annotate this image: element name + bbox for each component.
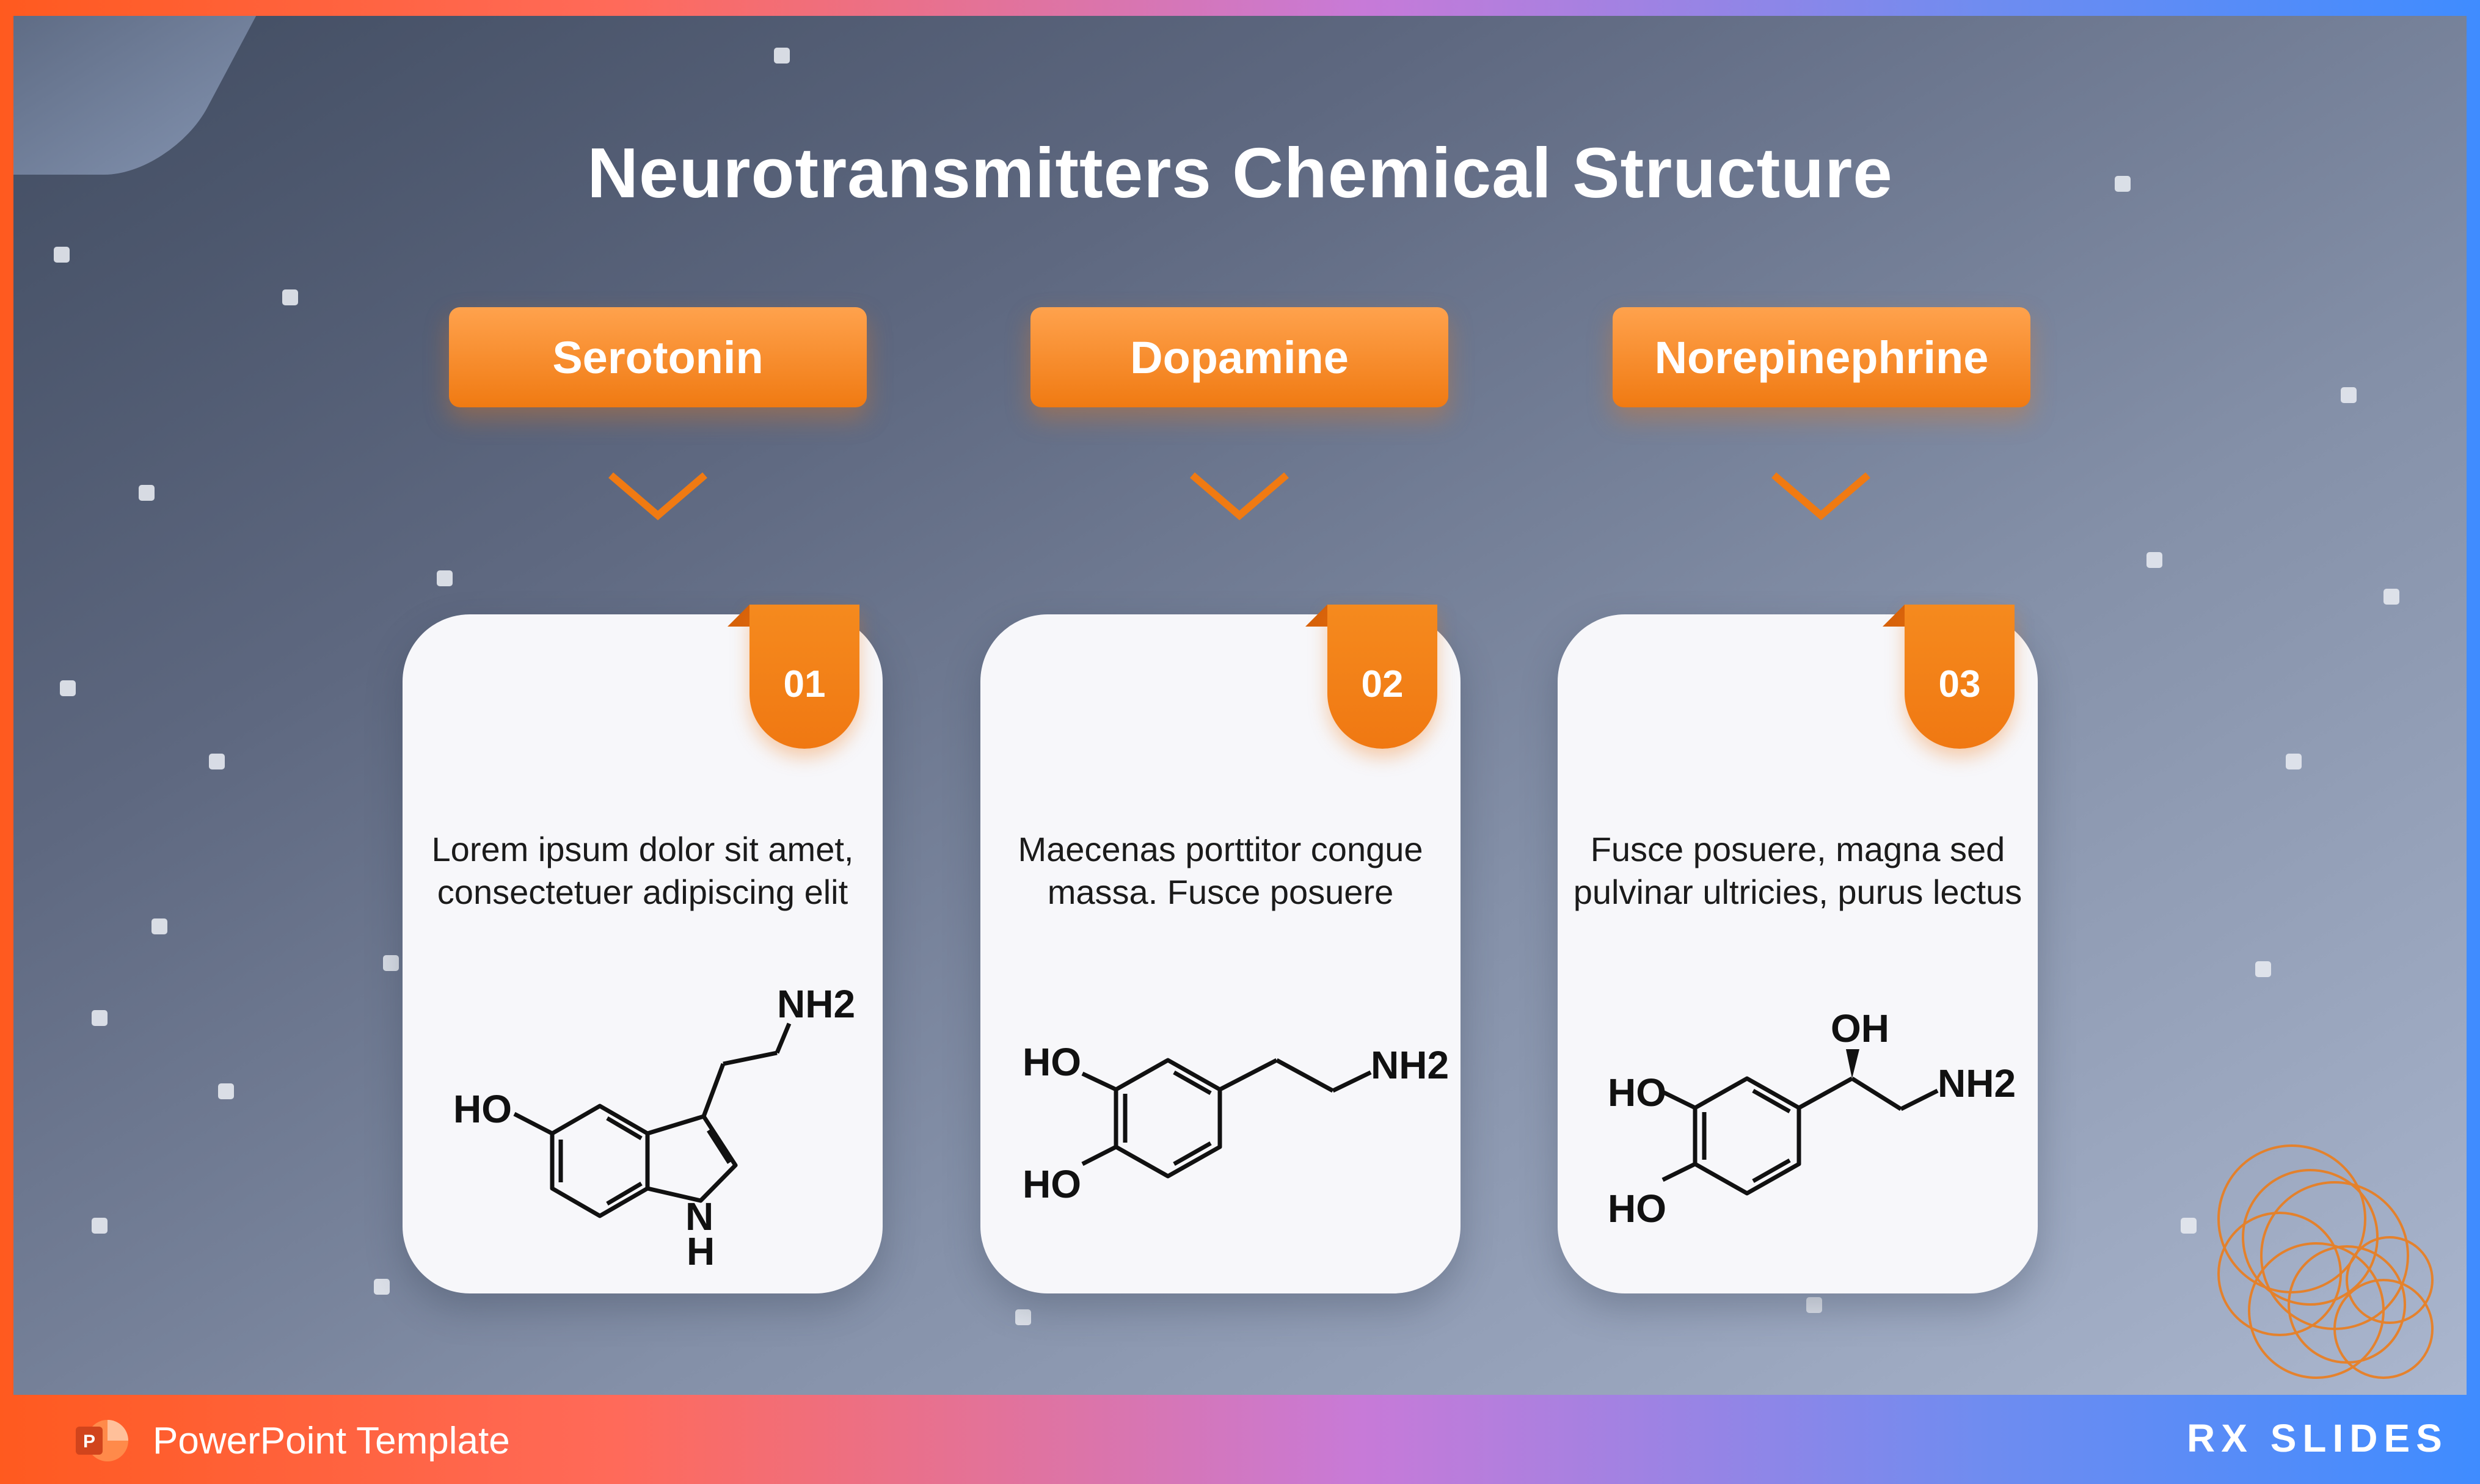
decor-dot bbox=[60, 680, 76, 696]
brand-logo: RX SLIDES bbox=[2187, 1416, 2448, 1460]
decor-dot bbox=[209, 754, 225, 769]
norepinephrine-structure: OH HO HO NH2 bbox=[1608, 1006, 2016, 1231]
serotonin-structure: NH2 HO N H bbox=[453, 982, 855, 1273]
decor-dot bbox=[2341, 387, 2357, 403]
header-serotonin: Serotonin bbox=[449, 307, 867, 407]
mol-label: HO bbox=[1023, 1040, 1081, 1084]
mol-label: NH2 bbox=[1938, 1061, 2016, 1105]
card-description: Maecenas porttitor congue massa. Fusce p… bbox=[1018, 830, 1423, 911]
decor-dot bbox=[2181, 1218, 2197, 1234]
decor-dot bbox=[2146, 552, 2162, 568]
card-number-badge: 02 bbox=[1327, 605, 1437, 749]
card-number-badge: 01 bbox=[749, 605, 859, 749]
mol-label: HO bbox=[1023, 1162, 1081, 1206]
card-serotonin: 01 bbox=[403, 605, 883, 1293]
decor-dot bbox=[92, 1218, 108, 1234]
dopamine-structure: HO HO NH2 bbox=[1023, 1040, 1449, 1206]
card-number-badge: 03 bbox=[1905, 605, 2015, 749]
card-description: Fusce posuere, magna sed pulvinar ultric… bbox=[1573, 830, 2022, 911]
decor-dot bbox=[282, 289, 298, 305]
decor-dot bbox=[374, 1279, 390, 1295]
mol-label: H bbox=[687, 1229, 715, 1273]
svg-text:P: P bbox=[83, 1431, 95, 1452]
decor-dot bbox=[2255, 961, 2271, 977]
header-norepinephrine: Norepinephrine bbox=[1613, 307, 2030, 407]
slide-title: Neurotransmitters Chemical Structure bbox=[587, 133, 1893, 213]
decor-dot bbox=[1015, 1309, 1031, 1325]
powerpoint-icon: P bbox=[76, 1420, 128, 1461]
decor-dot bbox=[2286, 754, 2302, 769]
scribble-decoration bbox=[2217, 1144, 2434, 1379]
decor-dot bbox=[1806, 1297, 1822, 1313]
tab-fold bbox=[1883, 605, 1905, 627]
footer-bar: P PowerPoint Template RX SLIDES bbox=[0, 1395, 2480, 1484]
chevron-down-icon bbox=[608, 472, 707, 520]
decor-dot bbox=[92, 1010, 108, 1026]
tab-fold bbox=[728, 605, 749, 627]
decor-dot bbox=[2115, 176, 2131, 192]
mol-label: OH bbox=[1831, 1006, 1889, 1050]
tab-fold bbox=[1305, 605, 1327, 627]
chevron-down-icon bbox=[1190, 472, 1289, 520]
decor-dot bbox=[383, 955, 399, 971]
header-dopamine: Dopamine bbox=[1030, 307, 1448, 407]
card-description: Lorem ipsum dolor sit amet, consectetuer… bbox=[431, 830, 854, 911]
mol-label: HO bbox=[453, 1087, 512, 1131]
decor-dot bbox=[774, 48, 790, 64]
decor-dot bbox=[2383, 589, 2399, 605]
decor-dot bbox=[151, 918, 167, 934]
mol-label: HO bbox=[1608, 1071, 1666, 1115]
mol-label: N bbox=[685, 1195, 713, 1238]
decor-dot bbox=[218, 1083, 234, 1099]
decor-dot bbox=[54, 247, 70, 263]
mol-label: NH2 bbox=[777, 982, 855, 1026]
decor-dot bbox=[139, 485, 155, 501]
mol-label: HO bbox=[1608, 1187, 1666, 1231]
mol-label: NH2 bbox=[1371, 1043, 1449, 1087]
footer-label: PowerPoint Template bbox=[153, 1420, 510, 1462]
card-dopamine: 02 bbox=[980, 605, 1461, 1293]
card-norepinephrine: 03 bbox=[1558, 605, 2038, 1293]
slide-canvas: Neurotransmitters Chemical Structure Ser… bbox=[13, 16, 2467, 1395]
chevron-down-icon bbox=[1771, 472, 1870, 520]
decor-dot bbox=[437, 570, 453, 586]
